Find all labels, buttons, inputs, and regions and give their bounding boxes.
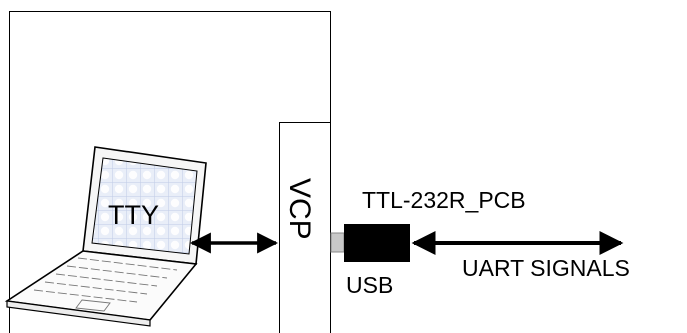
laptop-screen-label: TTY [108,200,159,230]
vcp-label: VCP [283,178,316,240]
pcb-module-icon [344,224,410,262]
usb-connector-icon [330,232,345,253]
laptop-icon [4,146,207,327]
uart-signals-label: UART SIGNALS [462,255,630,281]
cable-label: TTL-232R_PCB [362,187,526,213]
usb-label: USB [346,272,393,298]
